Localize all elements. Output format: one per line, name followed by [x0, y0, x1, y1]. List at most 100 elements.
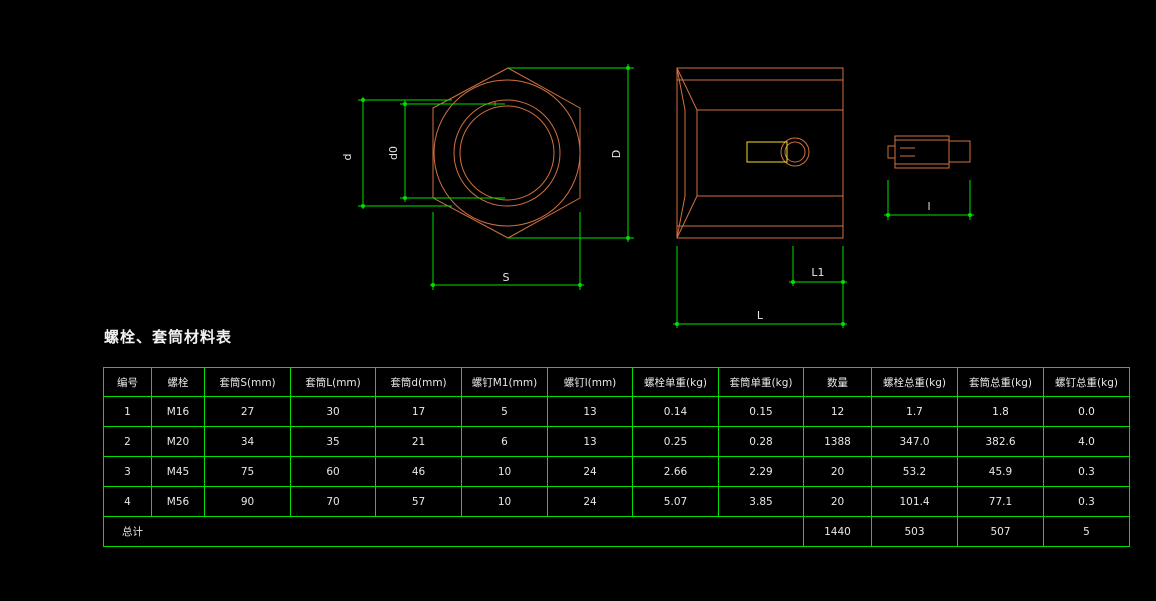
table-cell: 13 — [547, 426, 633, 457]
dimension-label-D: D — [610, 150, 623, 158]
table-cell: M20 — [151, 426, 205, 457]
material-table: 编号 螺栓 套筒S(mm) 套筒L(mm) 套筒d(mm) 螺钉M1(mm) 螺… — [103, 367, 1130, 547]
table-cell: 0.3 — [1043, 456, 1130, 487]
table-cell: 6 — [461, 426, 548, 457]
table-cell: 17 — [375, 396, 462, 427]
table-cell: 70 — [290, 486, 376, 517]
dimension-L — [673, 246, 847, 328]
table-cell: 1 — [103, 396, 152, 427]
screw-slot-notch — [887, 145, 895, 159]
table-cell: 30 — [290, 396, 376, 427]
header-cell: 数量 — [803, 367, 872, 397]
dimension-label-d: d — [341, 154, 354, 161]
header-cell: 套筒L(mm) — [290, 367, 376, 397]
table-cell: 24 — [547, 486, 633, 517]
table-cell: 5.07 — [632, 486, 719, 517]
table-cell: M45 — [151, 456, 205, 487]
header-cell: 螺栓 — [151, 367, 205, 397]
dimension-label-l: l — [927, 200, 930, 213]
table-cell: 75 — [204, 456, 291, 487]
screw-hole-outer — [780, 137, 810, 167]
header-cell: 套筒总重(kg) — [957, 367, 1044, 397]
table-cell: 45.9 — [957, 456, 1044, 487]
table-cell: 10 — [461, 456, 548, 487]
table-cell: 1.7 — [871, 396, 958, 427]
table-cell: 46 — [375, 456, 462, 487]
table-title: 螺栓、套筒材料表 — [104, 328, 233, 346]
hex-outline — [432, 67, 581, 239]
table-cell: M56 — [151, 486, 205, 517]
sleeve-side-outline — [676, 67, 844, 239]
table-cell: 0.28 — [718, 426, 804, 457]
total-label: 总计 — [103, 516, 804, 547]
table-cell: 53.2 — [871, 456, 958, 487]
table-cell: 20 — [803, 486, 872, 517]
table-cell: 382.6 — [957, 426, 1044, 457]
header-cell: 螺钉l(mm) — [547, 367, 633, 397]
dimension-d0 — [400, 100, 505, 202]
table-cell: M16 — [151, 396, 205, 427]
sleeve-bore-inner — [459, 105, 555, 201]
sleeve-outer-circle — [433, 79, 581, 227]
total-quantity: 1440 — [803, 516, 872, 547]
screw-body — [894, 135, 950, 169]
table-cell: 3 — [103, 456, 152, 487]
set-screw — [887, 135, 971, 169]
table-cell: 5 — [461, 396, 548, 427]
table-cell: 34 — [204, 426, 291, 457]
table-cell: 0.3 — [1043, 486, 1130, 517]
sleeve-bore-outer — [453, 99, 561, 207]
table-cell: 3.85 — [718, 486, 804, 517]
table-cell: 24 — [547, 456, 633, 487]
hex-sleeve-front-view — [432, 67, 581, 239]
total-screw-weight: 5 — [1043, 516, 1130, 547]
table-cell: 12 — [803, 396, 872, 427]
screw-hole-inner — [784, 141, 806, 163]
table-cell: 0.25 — [632, 426, 719, 457]
table-cell: 10 — [461, 486, 548, 517]
table-cell: 0.14 — [632, 396, 719, 427]
table-cell: 0.0 — [1043, 396, 1130, 427]
table-cell: 21 — [375, 426, 462, 457]
total-bolt-weight: 503 — [871, 516, 958, 547]
chamfer-line — [676, 67, 698, 239]
dimension-label-L1: L1 — [811, 266, 824, 279]
screw-slot — [746, 141, 788, 163]
table-cell: 101.4 — [871, 486, 958, 517]
dimension-D — [508, 64, 634, 242]
header-cell: 编号 — [103, 367, 152, 397]
header-cell: 套筒S(mm) — [204, 367, 291, 397]
table-cell: 0.15 — [718, 396, 804, 427]
header-cell: 螺钉总重(kg) — [1043, 367, 1130, 397]
table-cell: 1388 — [803, 426, 872, 457]
dimension-label-S: S — [503, 271, 510, 284]
header-cell: 套筒d(mm) — [375, 367, 462, 397]
sleeve-side-view — [676, 67, 844, 239]
chamfer-line-inner — [676, 67, 686, 239]
table-cell: 35 — [290, 426, 376, 457]
screw-tip — [948, 140, 971, 163]
dimension-S — [430, 212, 584, 290]
table-cell: 2 — [103, 426, 152, 457]
table-cell: 347.0 — [871, 426, 958, 457]
table-cell: 1.8 — [957, 396, 1044, 427]
table-cell: 77.1 — [957, 486, 1044, 517]
table-cell: 57 — [375, 486, 462, 517]
dimension-label-d0: d0 — [387, 146, 400, 160]
total-sleeve-weight: 507 — [957, 516, 1044, 547]
table-cell: 27 — [204, 396, 291, 427]
header-cell: 螺栓单重(kg) — [632, 367, 719, 397]
cad-drawing: d d0 D S — [341, 64, 974, 328]
table-cell: 60 — [290, 456, 376, 487]
header-cell: 套筒单重(kg) — [718, 367, 804, 397]
table-cell: 2.29 — [718, 456, 804, 487]
table-total-row: 总计 1440 503 507 5 — [103, 516, 1130, 547]
header-cell: 螺栓总重(kg) — [871, 367, 958, 397]
dimension-label-L: L — [757, 309, 764, 322]
table-cell: 20 — [803, 456, 872, 487]
header-cell: 螺钉M1(mm) — [461, 367, 548, 397]
table-header-row: 编号 螺栓 套筒S(mm) 套筒L(mm) 套筒d(mm) 螺钉M1(mm) 螺… — [103, 367, 1130, 397]
